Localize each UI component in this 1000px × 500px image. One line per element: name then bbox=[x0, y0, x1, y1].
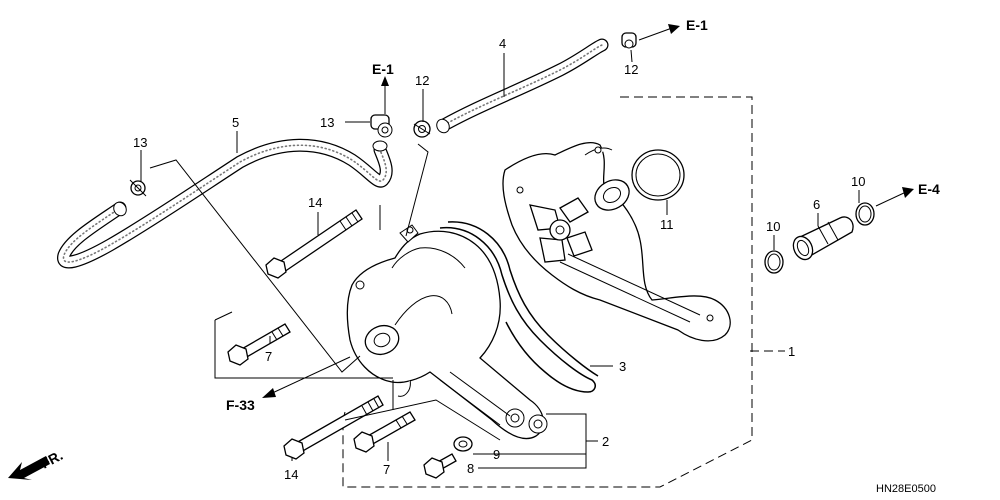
callout-4: 4 bbox=[499, 36, 506, 51]
ref-e4: E-4 bbox=[918, 181, 940, 197]
ref-e1-top: E-1 bbox=[686, 17, 708, 33]
pump-body bbox=[502, 141, 731, 342]
hose-clip-12-center bbox=[413, 120, 431, 138]
callout-10-left: 10 bbox=[766, 219, 780, 234]
hose-clip-13-left bbox=[129, 179, 147, 197]
water-pipe-6 bbox=[792, 216, 854, 261]
bolt-7-left bbox=[227, 323, 291, 366]
callout-11: 11 bbox=[660, 217, 674, 232]
o-ring-11 bbox=[631, 149, 685, 201]
bolt-7-lower bbox=[353, 411, 416, 453]
callout-6: 6 bbox=[813, 197, 820, 212]
callout-5: 5 bbox=[232, 115, 239, 130]
callout-9: 9 bbox=[493, 447, 500, 462]
washer-9 bbox=[453, 436, 473, 452]
callout-13-center: 13 bbox=[320, 115, 334, 130]
callout-7-lower: 7 bbox=[383, 462, 390, 477]
callout-12-center: 12 bbox=[415, 73, 429, 88]
hose-clip-13-center bbox=[370, 114, 393, 138]
ref-e1-center: E-1 bbox=[372, 61, 394, 77]
bolt-14-upper bbox=[265, 209, 363, 279]
callout-8: 8 bbox=[467, 461, 474, 476]
callout-10-right: 10 bbox=[851, 174, 865, 189]
bolt-8 bbox=[423, 453, 457, 479]
hose-5 bbox=[57, 138, 393, 269]
callout-14-upper: 14 bbox=[308, 195, 322, 210]
hose-clip-12-top bbox=[621, 32, 637, 49]
bolt-14-lower bbox=[283, 395, 384, 460]
pump-cover bbox=[346, 224, 548, 440]
front-direction-icon: FR. bbox=[8, 447, 65, 480]
o-ring-10-left bbox=[764, 250, 784, 274]
diagram-code: HN28E0500 bbox=[876, 483, 936, 495]
gasket-3 bbox=[439, 221, 599, 393]
callout-3: 3 bbox=[619, 359, 626, 374]
callout-13-left: 13 bbox=[133, 135, 147, 150]
callout-1: 1 bbox=[788, 344, 795, 359]
callout-14-lower: 14 bbox=[284, 467, 298, 482]
ref-f33: F-33 bbox=[226, 397, 255, 413]
hose-4 bbox=[436, 38, 609, 134]
callout-12-top: 12 bbox=[624, 62, 638, 77]
o-ring-10-right bbox=[855, 202, 875, 226]
assembly-boundary bbox=[342, 96, 785, 488]
callout-7-left: 7 bbox=[265, 349, 272, 364]
callout-2: 2 bbox=[602, 434, 609, 449]
leader-lines bbox=[140, 24, 914, 469]
